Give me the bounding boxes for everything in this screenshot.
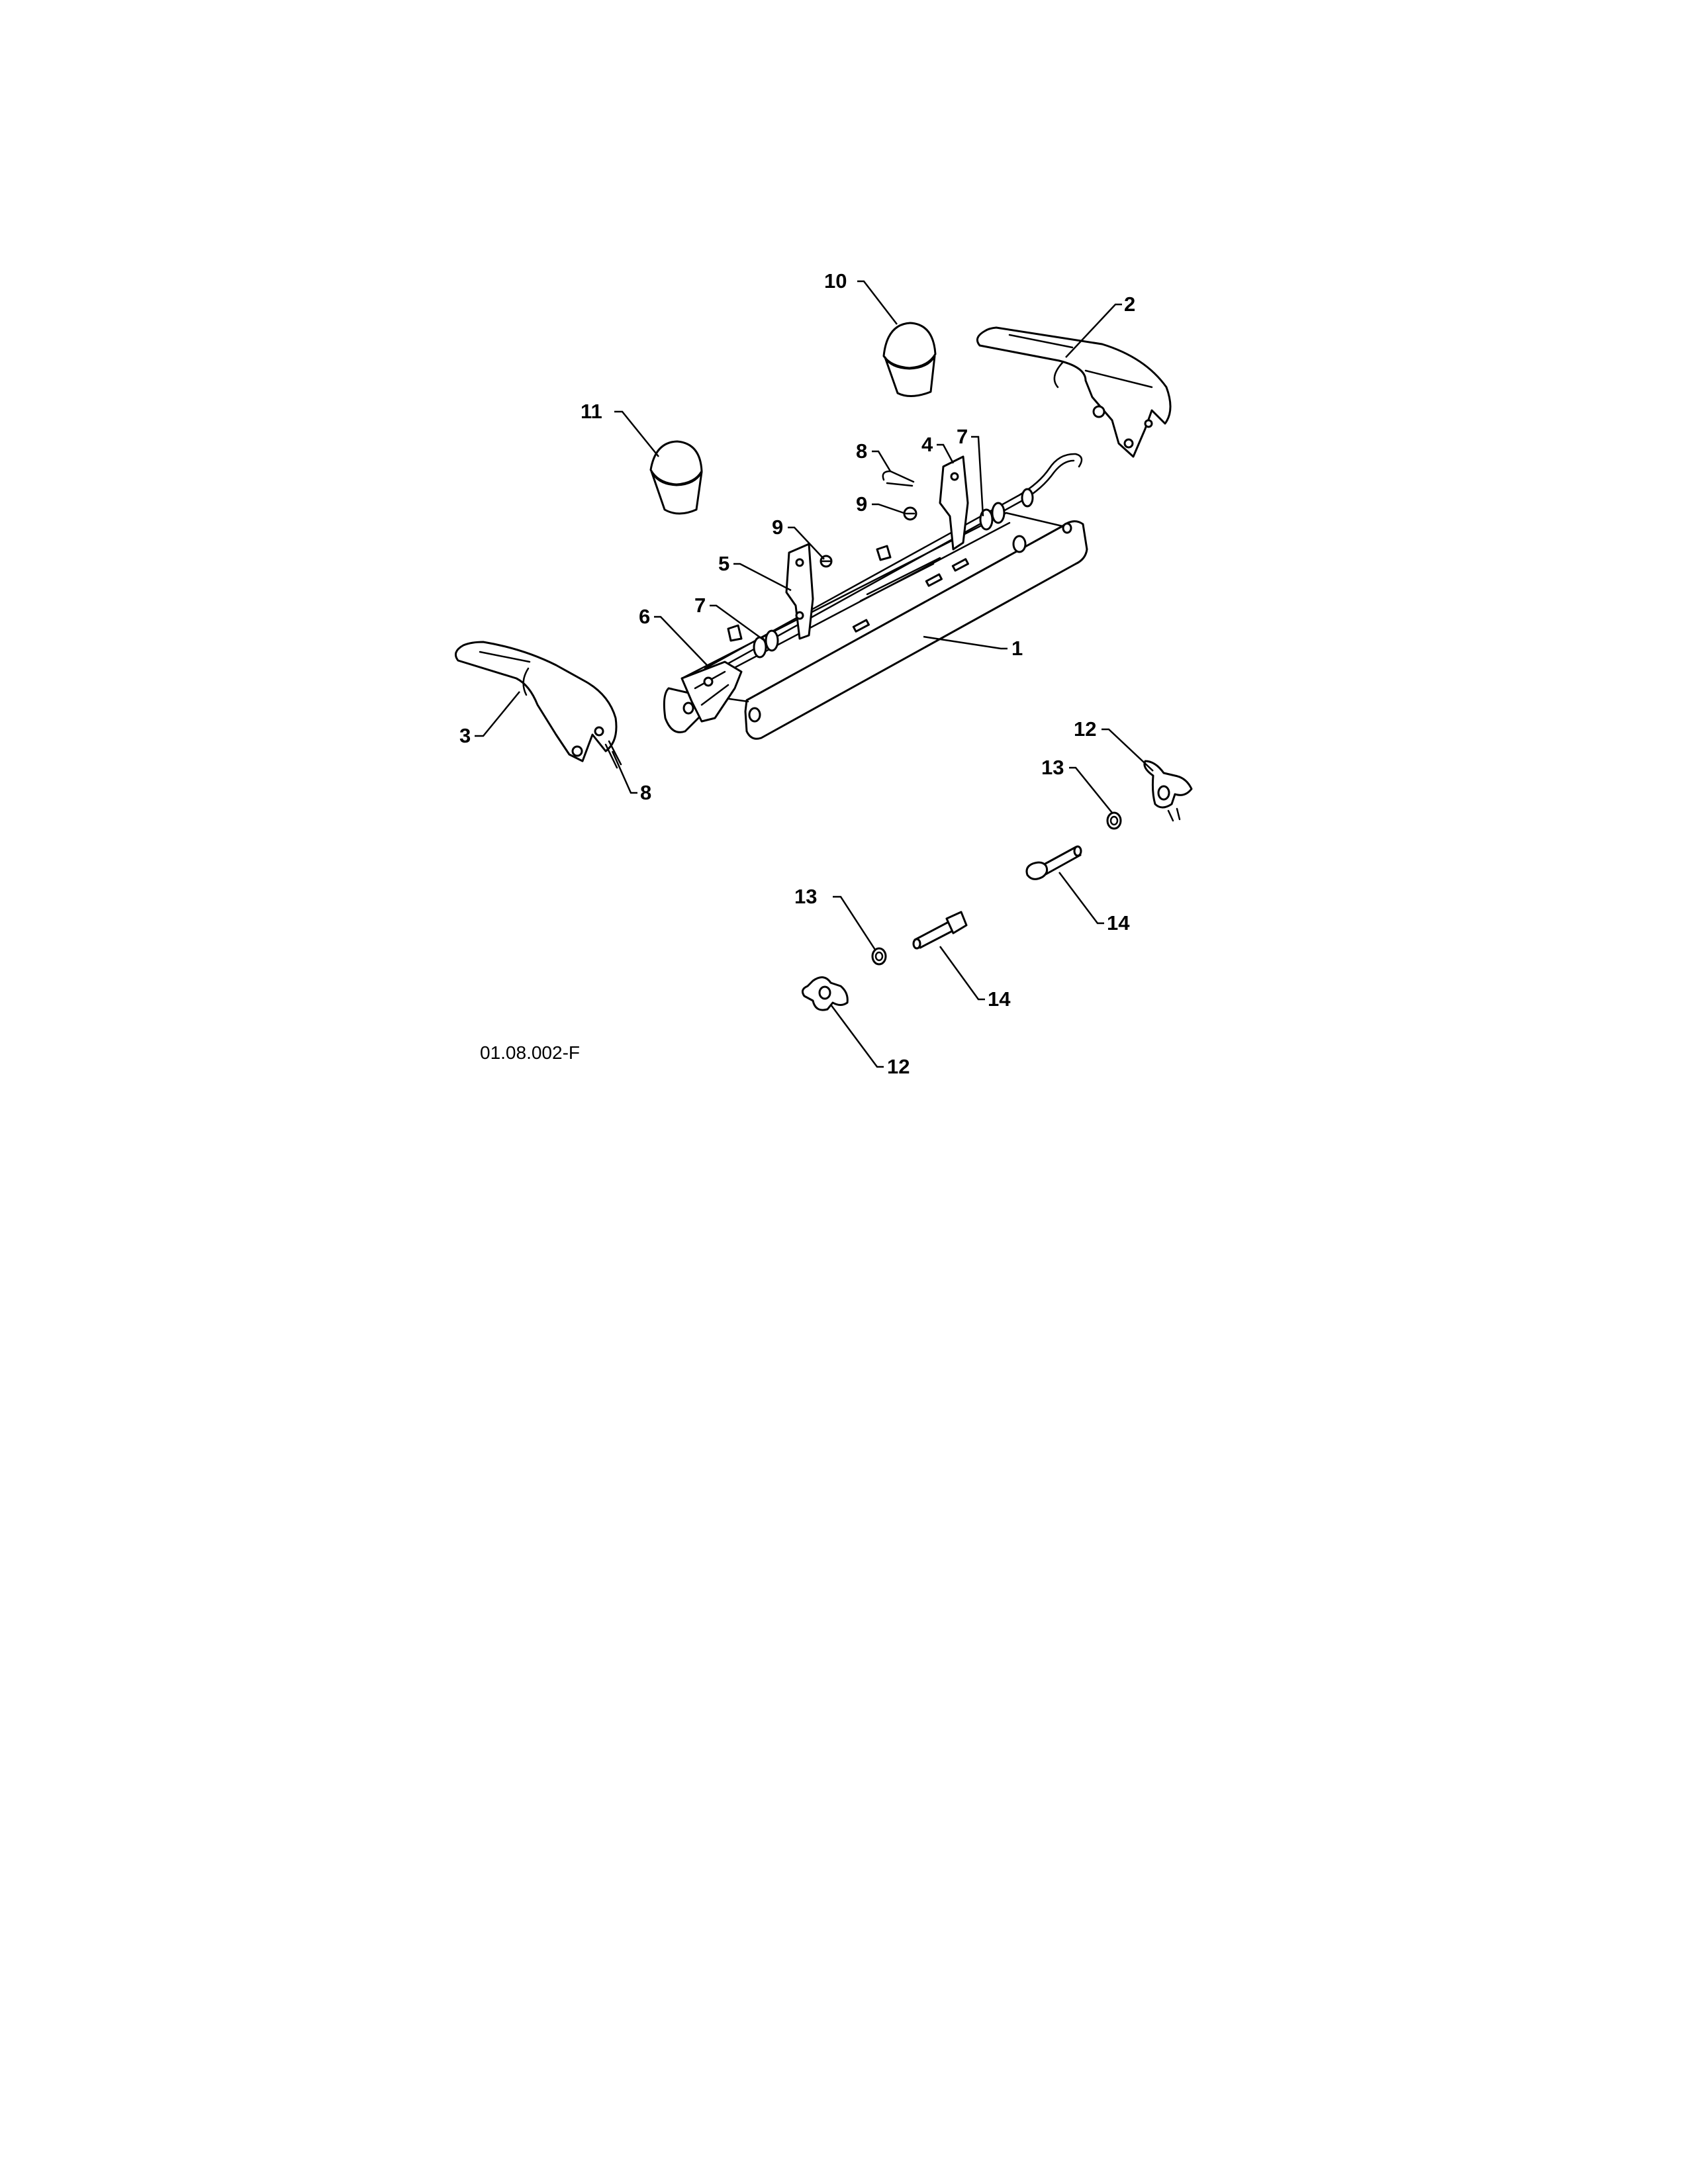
bracket-part-5 [785, 543, 814, 640]
cotter-pin-part-8 [882, 470, 915, 487]
callout-5: 5 [718, 552, 729, 575]
end-bracket-part-6 [680, 660, 743, 723]
star-knob-part-12-upper [1143, 760, 1193, 822]
shaft-rod [704, 453, 1083, 675]
nut-part-13-upper [1106, 811, 1122, 830]
callout-2: 2 [1124, 293, 1135, 316]
lever-handle-part-2 [976, 326, 1172, 458]
screw-part-9-upper [903, 506, 917, 521]
channel-clips [727, 545, 892, 642]
callout-11: 11 [581, 400, 602, 423]
bolt-part-14-upper [1025, 845, 1082, 880]
callout-labels: 10 2 11 4 7 8 9 9 5 7 6 1 3 8 12 13 14 1… [459, 269, 1135, 1078]
callout-3: 3 [459, 724, 471, 747]
callout-12-upper: 12 [1074, 717, 1096, 741]
cotter-pin-part-8-lower [604, 740, 622, 769]
figure-code: 01.08.002-F [480, 1042, 580, 1063]
nut-part-13-lower [871, 947, 887, 966]
bracket-part-4 [939, 455, 969, 551]
callout-4: 4 [921, 433, 933, 456]
callout-7-lower: 7 [694, 594, 706, 617]
screw-part-9-lower [820, 555, 833, 568]
callout-12-lower: 12 [887, 1055, 910, 1078]
knob-part-11 [649, 440, 703, 515]
callout-8-lower: 8 [640, 781, 651, 804]
callout-6: 6 [639, 605, 650, 628]
callout-8-upper: 8 [856, 439, 867, 463]
callout-14-upper: 14 [1107, 911, 1130, 934]
callout-13-lower: 13 [794, 885, 817, 908]
callout-1: 1 [1011, 637, 1023, 660]
leader-lines [475, 280, 1154, 1068]
callout-9-lower: 9 [772, 516, 783, 539]
callout-7-upper: 7 [957, 425, 968, 448]
mounting-channel-part-1 [663, 512, 1088, 740]
lever-handle-part-3 [454, 641, 618, 762]
callout-10: 10 [824, 269, 847, 293]
callout-9-upper: 9 [856, 492, 867, 516]
callout-14-lower: 14 [988, 987, 1011, 1011]
callout-13-upper: 13 [1041, 756, 1064, 779]
knob-part-10 [882, 322, 937, 397]
star-knob-part-12-lower [801, 976, 849, 1011]
bolt-part-14-lower [912, 911, 968, 950]
